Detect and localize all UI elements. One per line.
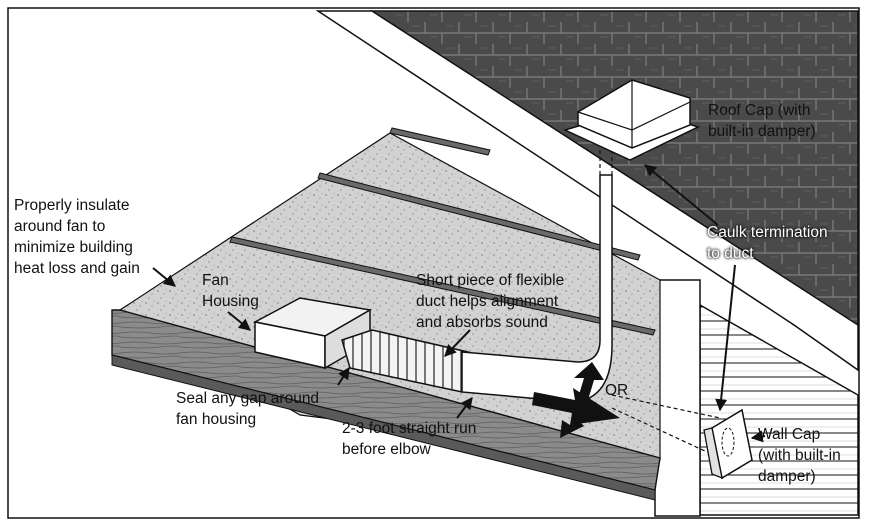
front-wood-beam (111, 309, 661, 491)
flex-duct-label: Short piece of flexible duct helps align… (416, 272, 565, 331)
caulk-wall-arrow (715, 264, 736, 412)
fan-housing-arrow (227, 311, 251, 331)
straight-run-label: 2-3 foot straight run before elbow (342, 420, 477, 458)
insulate-arrow (152, 267, 176, 287)
straight-run-arrow (456, 397, 473, 419)
seal-gap-arrow (337, 366, 350, 386)
leader-arrows (152, 164, 766, 443)
wall-cap-arrow (750, 430, 766, 443)
fan-housing-label: Fan Housing (202, 272, 259, 310)
wall-cap-label: Wall Cap (with built-in damper) (758, 426, 841, 485)
diagram-frame (7, 7, 860, 519)
seal-gap-label: Seal any gap around fan housing (176, 390, 320, 428)
roof-cap-label: Roof Cap (with built-in damper) (708, 102, 816, 140)
ceiling-joists (229, 127, 656, 336)
roof-cap (562, 79, 700, 161)
insulate-label: Properly insulate around fan to minimize… (14, 197, 140, 277)
wall-cap (703, 408, 753, 480)
wall-corner-post (654, 279, 701, 517)
caulk-label: Caulk termination to duct (707, 224, 828, 262)
duct-to-wall-dashed (611, 394, 721, 459)
roof-fascia (315, 10, 859, 372)
beam-edge (111, 354, 656, 501)
direction-arrows (532, 362, 620, 438)
caulk-roof-arrow (644, 164, 719, 226)
or-label: OR (605, 382, 629, 399)
flex-duct-arrow (444, 329, 471, 357)
